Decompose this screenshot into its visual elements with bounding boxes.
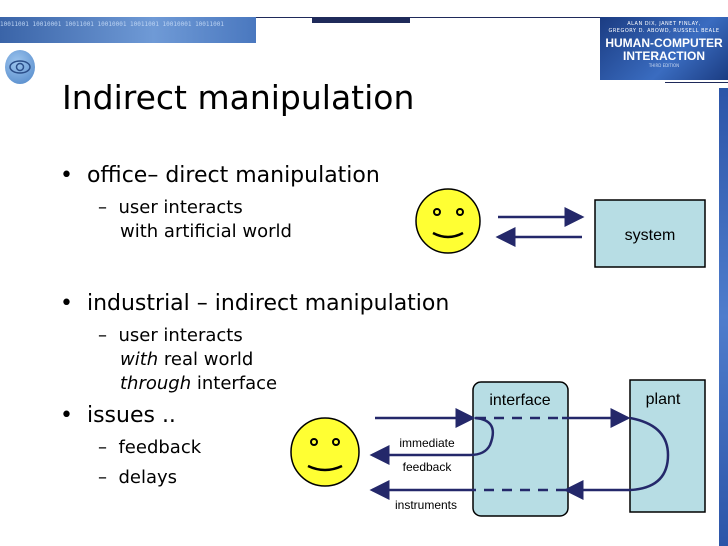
- smiley-face-icon: [415, 188, 481, 254]
- book-cover-logo: ALAN DIX, JANET FINLAY,GREGORY D. ABOWD,…: [600, 17, 728, 80]
- system-label: system: [625, 227, 676, 244]
- eye-icon: [5, 50, 35, 84]
- instruments-label: instruments: [395, 498, 457, 512]
- plant-return-arrow: [563, 416, 670, 500]
- sub-bullet-feedback: – feedback: [98, 437, 202, 458]
- interface-box: [472, 381, 569, 517]
- smiley-face-icon: [290, 417, 360, 487]
- bullet-issues: • issues ..: [60, 403, 176, 428]
- interface-label: interface: [489, 392, 550, 409]
- immediate-label: immediate: [399, 436, 455, 450]
- header-line: [256, 17, 600, 18]
- header-bar: [312, 17, 410, 23]
- sub-bullet-delays: – delays: [98, 467, 178, 488]
- system-box: [594, 199, 706, 268]
- immediate-feedback-arrow: [369, 416, 495, 465]
- plant-label: plant: [646, 391, 681, 408]
- page-title: Indirect manipulation: [62, 78, 415, 117]
- book-authors: ALAN DIX, JANET FINLAY,GREGORY D. ABOWD,…: [608, 21, 720, 34]
- right-line: [665, 82, 728, 83]
- bullet-industrial: • industrial – indirect manipulation: [60, 291, 450, 316]
- book-edition: THIRD EDITION: [648, 63, 680, 68]
- binary-text: 10011001 10010001 10011001 10010001 1001…: [0, 21, 224, 28]
- right-decor-strip: [719, 88, 728, 546]
- bullet-office: • office– direct manipulation: [60, 163, 380, 188]
- feedback-label: feedback: [403, 460, 453, 474]
- binary-banner: 10011001 10010001 10011001 10010001 1001…: [0, 17, 256, 43]
